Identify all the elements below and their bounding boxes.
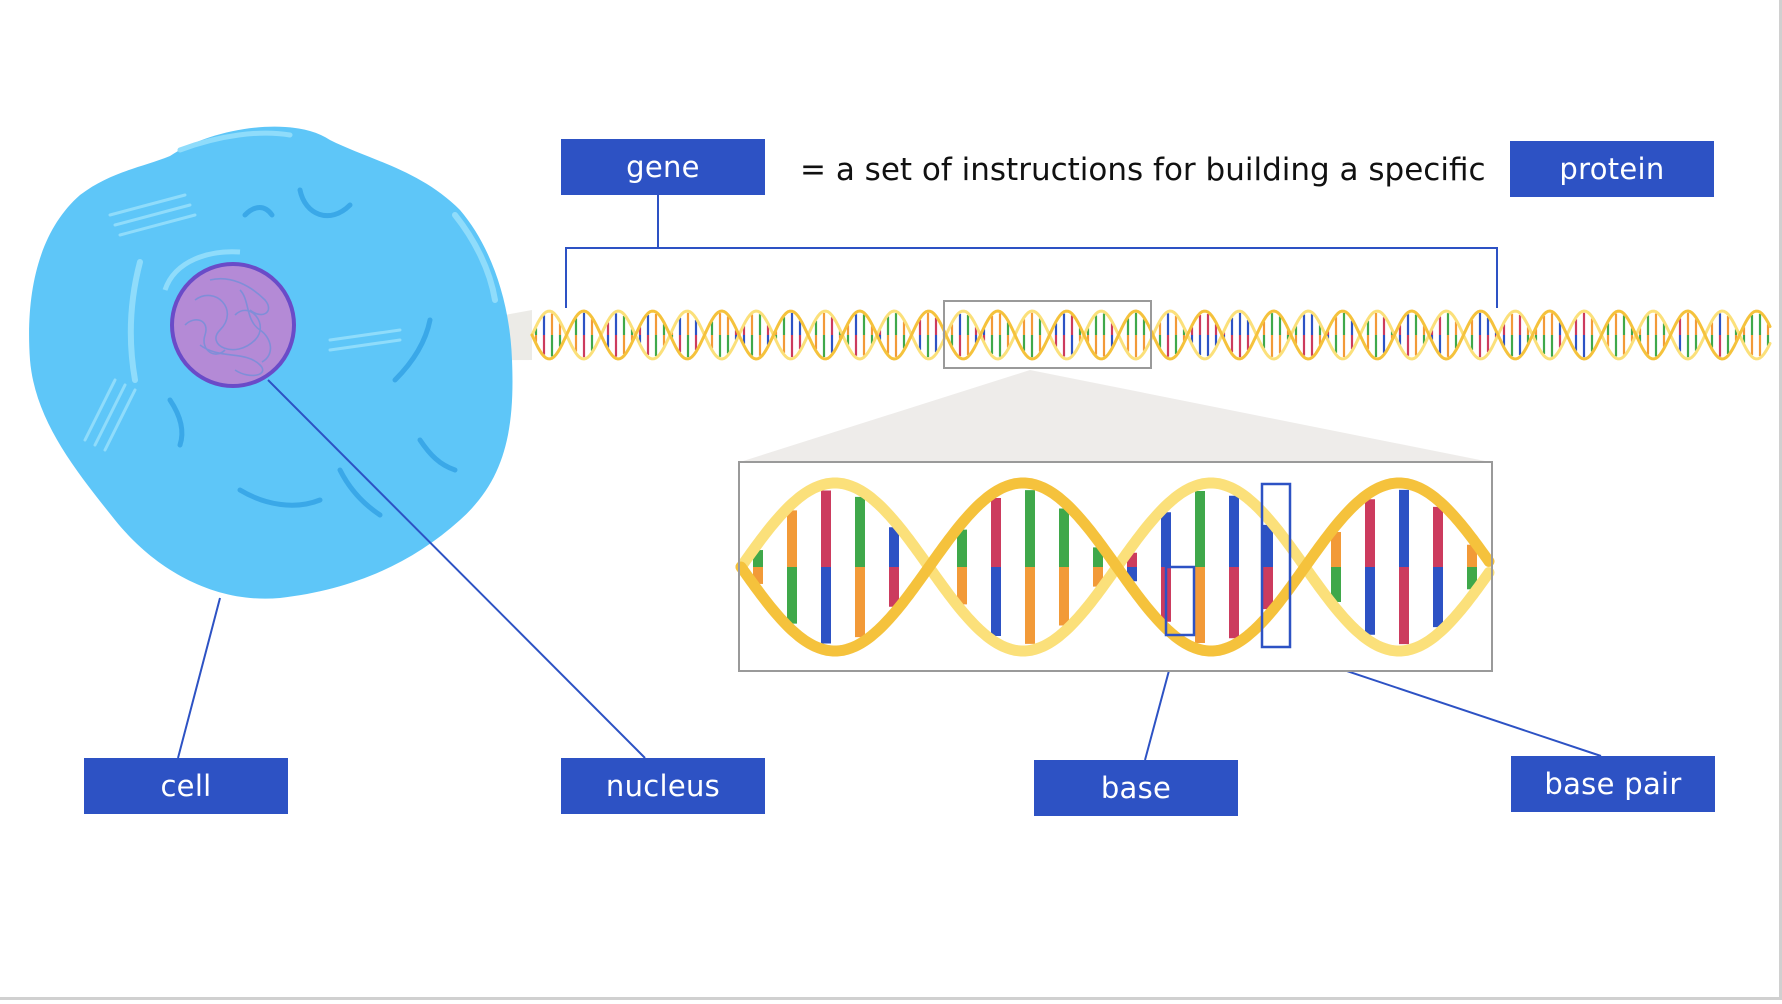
cell-highlight-2 bbox=[127, 259, 143, 383]
cell-detail bbox=[417, 437, 458, 473]
nucleus-leader-line bbox=[267, 379, 646, 759]
nucleus-label: nucleus bbox=[561, 758, 765, 814]
nucleus-body bbox=[170, 262, 296, 388]
base-pair-label: base pair bbox=[1511, 756, 1715, 812]
nucleus-icon bbox=[170, 262, 296, 388]
cell-detail bbox=[337, 467, 383, 518]
slide-border-bottom bbox=[0, 997, 1782, 1000]
cell-detail bbox=[297, 187, 353, 219]
cell-detail bbox=[242, 205, 275, 218]
cell-detail bbox=[392, 317, 433, 383]
dna-closeup-zoom-cone bbox=[740, 370, 1490, 462]
leader-lines bbox=[177, 195, 1602, 761]
base-label: base bbox=[1034, 760, 1238, 816]
protein-label: protein bbox=[1510, 141, 1714, 197]
chromatin-strand bbox=[194, 294, 262, 351]
dna-closeup-frame bbox=[738, 461, 1493, 672]
chromatin-strand bbox=[209, 277, 270, 316]
cell-detail bbox=[237, 487, 323, 508]
cell-highlight-3 bbox=[177, 130, 293, 153]
cell-detail bbox=[167, 397, 185, 448]
cell-striations bbox=[83, 193, 402, 452]
slide-border-right bbox=[1779, 0, 1782, 1000]
dna-double-helix-icon bbox=[530, 309, 1772, 361]
chromatin-strand bbox=[239, 289, 272, 363]
chromatin-strand bbox=[184, 319, 226, 355]
cell-striation bbox=[93, 383, 127, 447]
chromatin-strand bbox=[199, 344, 264, 377]
cell-striation bbox=[328, 338, 402, 352]
cell-striation bbox=[118, 213, 197, 237]
gene-definition-text: = a set of instructions for building a s… bbox=[800, 152, 1486, 188]
cell-striation bbox=[328, 328, 402, 342]
base-highlight-box bbox=[1164, 565, 1196, 637]
cell-striation bbox=[108, 193, 187, 217]
cell-leader-line bbox=[177, 597, 221, 759]
cell-details bbox=[167, 187, 458, 518]
cell-striation bbox=[83, 378, 117, 442]
cell-label: cell bbox=[84, 758, 288, 814]
dna-closeup-icon bbox=[735, 477, 1495, 657]
gene-label: gene bbox=[561, 139, 765, 195]
cell-striation bbox=[113, 203, 192, 227]
gene-bracket bbox=[565, 247, 1498, 308]
dna-backbone-strand bbox=[735, 477, 1495, 657]
chromatin bbox=[184, 277, 272, 377]
base-pair-highlight-box bbox=[1260, 482, 1292, 649]
dna-selection-frame bbox=[943, 300, 1152, 369]
cell-striation bbox=[103, 388, 137, 452]
nucleus-halo bbox=[162, 249, 241, 291]
cell-highlight bbox=[452, 212, 498, 303]
